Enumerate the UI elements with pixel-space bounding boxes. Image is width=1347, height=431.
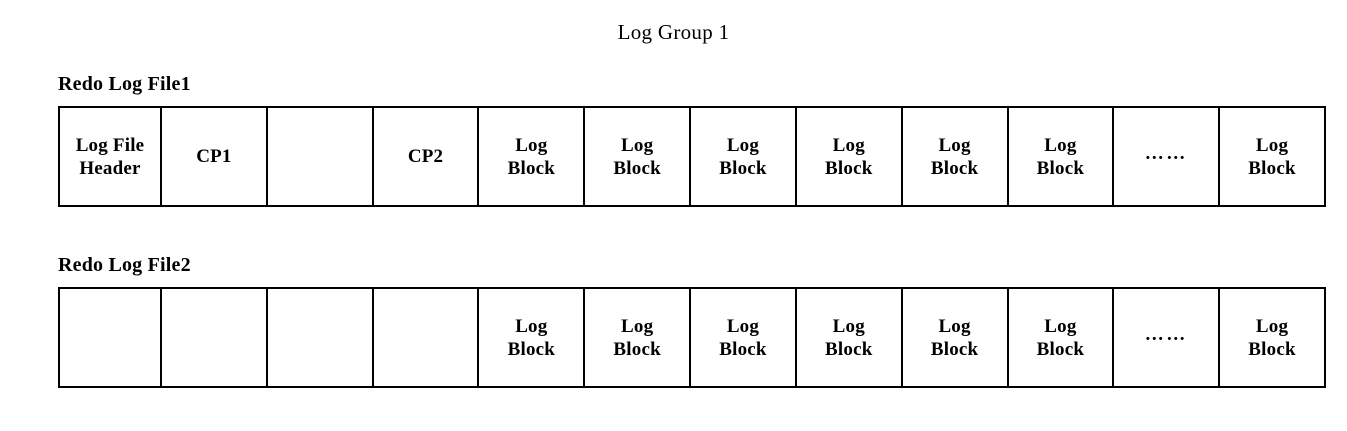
cell-log-block-4: Log Block (797, 289, 903, 386)
cell-log-block-6: Log Block (1009, 108, 1115, 205)
redo-log-file1-strip: Log File Header CP1 CP2 Log Block Log Bl… (58, 106, 1326, 207)
cell-cp1: CP1 (162, 108, 268, 205)
cell-log-block-last: Log Block (1248, 134, 1296, 179)
cell-log-block-4: Log Block (797, 108, 903, 205)
cell-log-block-5: Log Block (903, 289, 1009, 386)
cell-ellipsis: …… (1114, 289, 1221, 386)
cell-log-block-3: Log Block (691, 108, 797, 205)
figure-title: Log Group 1 (617, 20, 730, 44)
cell-log-file-header: Log File Header (60, 108, 162, 205)
redo-log-file2-strip: Log Block Log Block Log Block Log Block … (58, 287, 1326, 388)
redo-log-file2-group: Redo Log File2 Log Block Log Block Log B… (58, 253, 1326, 388)
cell-log-block-5: Log Block (903, 108, 1009, 205)
cell-empty-c (268, 289, 374, 386)
cell-empty-d (374, 289, 480, 386)
cell-empty-1 (268, 108, 374, 205)
redo-log-file1-group: Redo Log File1 Log File Header CP1 CP2 L… (58, 72, 1326, 207)
cell-log-block-1: Log Block (479, 289, 586, 386)
cell-log-block-last: Log Block (1248, 315, 1296, 360)
cell-empty-b (162, 289, 268, 386)
cell-ellipsis: …… (1114, 108, 1221, 205)
cell-log-block-3: Log Block (691, 289, 797, 386)
cell-log-block-2: Log Block (585, 108, 692, 205)
redo-log-file1-label: Redo Log File1 (58, 73, 191, 95)
redo-log-file2-label: Redo Log File2 (58, 254, 191, 276)
cell-cp2: CP2 (374, 108, 480, 205)
cell-log-block-2: Log Block (585, 289, 692, 386)
cell-empty-a (60, 289, 162, 386)
cell-log-block-6: Log Block (1009, 289, 1115, 386)
cell-log-block-1: Log Block (479, 108, 586, 205)
